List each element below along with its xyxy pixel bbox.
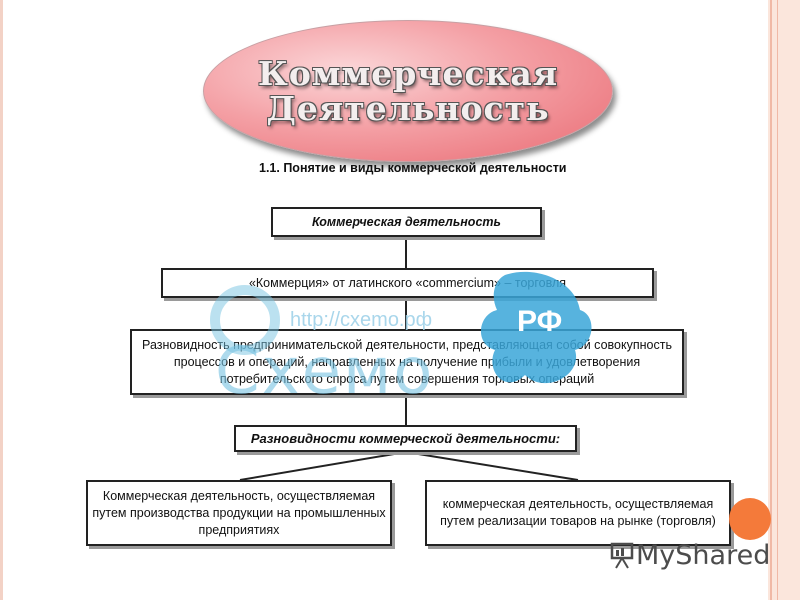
title-oval: Коммерческая Деятельность	[203, 20, 613, 162]
logo-text: MyShared	[636, 540, 771, 571]
type-industrial-box: Коммерческая деятельность, осуществляема…	[86, 480, 392, 546]
slide-border-right	[768, 0, 800, 600]
title-line-1: Коммерческая	[257, 54, 559, 93]
connector-4-6	[405, 451, 579, 481]
slide-border-left	[0, 0, 3, 600]
orange-circle-decoration	[729, 498, 771, 540]
presentation-board-icon	[610, 542, 634, 569]
types-title-box: Разновидности коммерческой деятельности:	[234, 425, 577, 452]
myshared-logo: MyShared	[610, 498, 771, 576]
connector-4-5	[239, 451, 407, 481]
description-box: Разновидность предпринимательской деятел…	[130, 329, 684, 395]
diagram-heading: 1.1. Понятие и виды коммерческой деятель…	[259, 161, 567, 175]
title-line-2: Деятельность	[266, 89, 550, 128]
etymology-box: «Коммерция» от латинского «commercium» –…	[161, 268, 654, 298]
definition-title-box: Коммерческая деятельность	[271, 207, 542, 237]
